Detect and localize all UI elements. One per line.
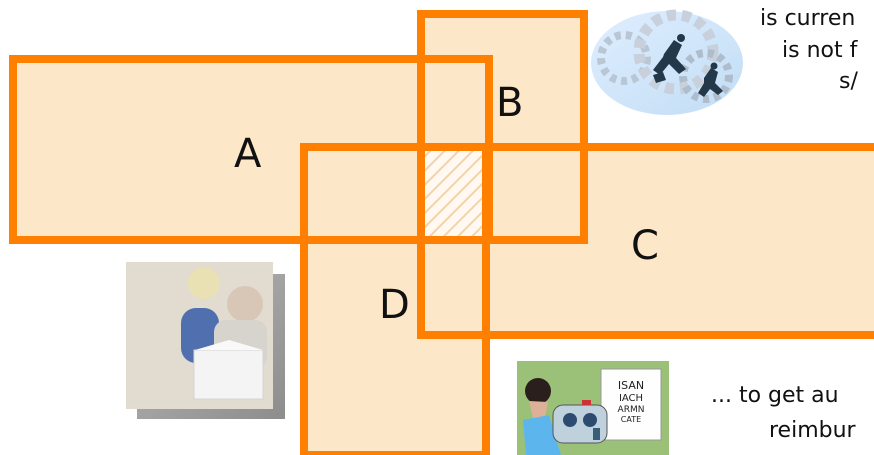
top-right-caption-line-2: is not f <box>782 40 857 62</box>
region-d-label: D <box>379 282 410 328</box>
svg-text:CATE: CATE <box>621 415 641 424</box>
top-right-caption: is curren is not f s/ <box>760 8 874 94</box>
couple-with-laptop-photo <box>126 262 285 419</box>
svg-text:IACH: IACH <box>619 393 643 404</box>
intersection-hatch <box>425 148 485 238</box>
top-right-caption-line-3: s/ <box>839 71 858 93</box>
bottom-right-caption: ... to get au reimbur <box>711 378 874 450</box>
svg-text:ISAN: ISAN <box>618 379 644 392</box>
region-c-label: C <box>631 223 659 269</box>
bottom-right-caption-line-1: ... to get au <box>711 385 839 407</box>
top-right-caption-line-1: is curren <box>760 8 855 30</box>
bottom-right-caption-line-2: reimbur <box>769 420 856 442</box>
svg-text:ARMN: ARMN <box>618 405 645 415</box>
region-b-label: B <box>496 80 523 126</box>
eye-exam-icon: ISAN IACH ARMN CATE <box>517 361 669 455</box>
business-gears-icon <box>591 11 743 115</box>
region-a-label: A <box>234 131 262 177</box>
